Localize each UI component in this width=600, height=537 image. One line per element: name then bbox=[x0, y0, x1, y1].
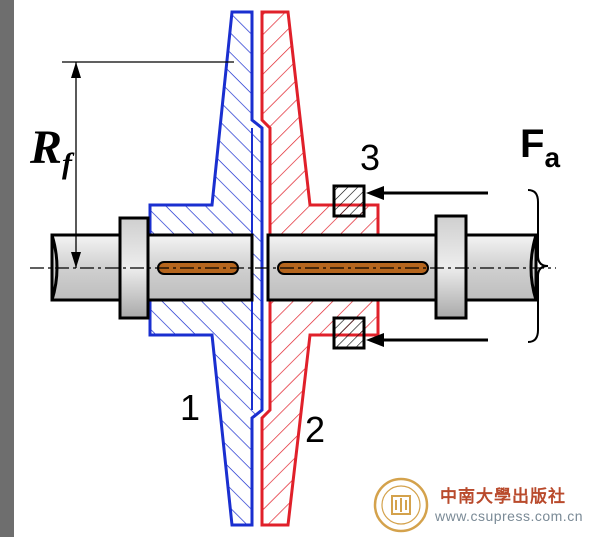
right-key bbox=[277, 261, 429, 275]
publisher-url: www.csupress.com.cn bbox=[435, 508, 583, 524]
actuator-blocks bbox=[332, 184, 366, 350]
publisher-name: 中南大學出版社 bbox=[440, 487, 566, 507]
publisher-seal-icon bbox=[373, 477, 429, 533]
radius-dimension bbox=[62, 61, 234, 268]
force-arrows bbox=[366, 186, 488, 347]
axial-force-label: Fa bbox=[520, 122, 561, 173]
side-band bbox=[0, 0, 14, 537]
radius-label: Rf bbox=[30, 121, 73, 180]
part-1-label: 1 bbox=[180, 387, 201, 428]
force-brace bbox=[527, 189, 549, 343]
part-2-label: 2 bbox=[305, 409, 326, 450]
part-3-label: 3 bbox=[360, 137, 381, 178]
